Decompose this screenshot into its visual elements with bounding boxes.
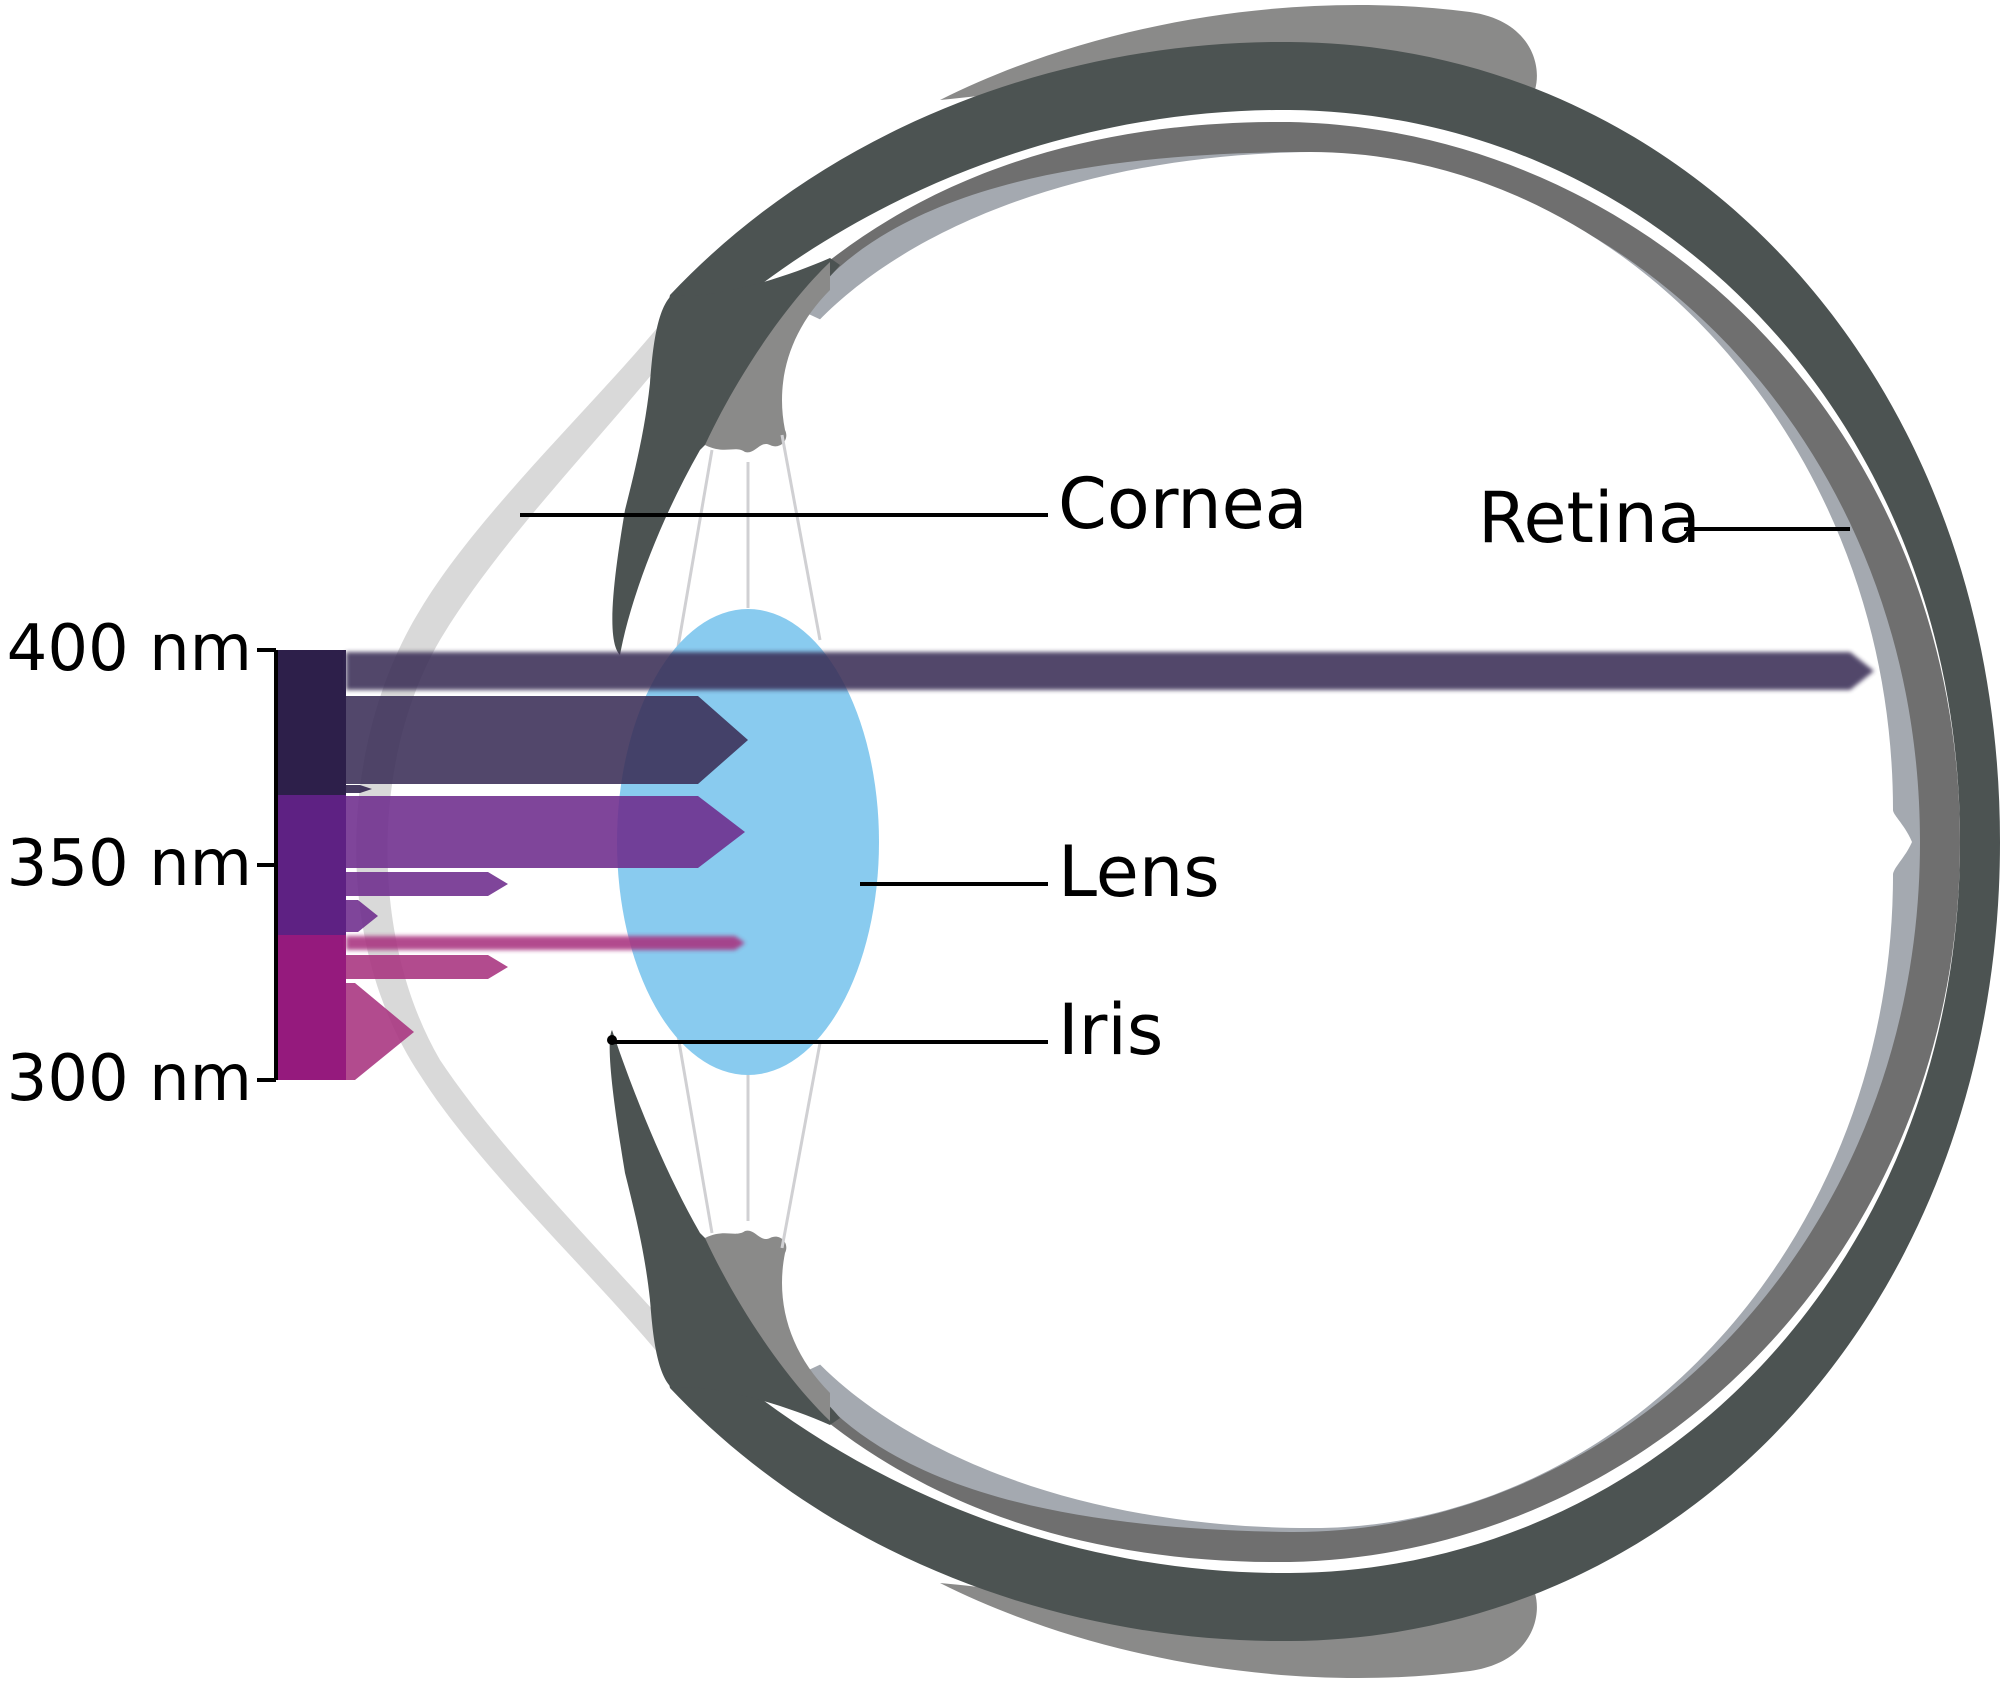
vitreous — [781, 152, 1913, 1529]
band-350nm — [276, 795, 346, 935]
label-cornea: Cornea — [1058, 463, 1308, 545]
iris-marker — [607, 1035, 617, 1045]
iris-top — [612, 258, 840, 655]
leader-lines — [520, 513, 1850, 1044]
label-iris: Iris — [1058, 989, 1163, 1071]
cornea — [356, 310, 680, 1370]
arrow-340nm-cornea — [346, 872, 508, 896]
uv-arrows — [346, 652, 1874, 1080]
iris-bottom — [609, 1030, 840, 1425]
tick-label-350: 350 nm — [7, 827, 252, 901]
label-lens: Lens — [1058, 831, 1220, 913]
arrow-330nm-to-lens — [346, 936, 745, 950]
band-300nm — [276, 935, 346, 1080]
arrow-370nm-short — [346, 785, 372, 793]
arrow-335nm-short — [346, 900, 378, 932]
label-retina: Retina — [1478, 477, 1701, 559]
band-400nm — [276, 650, 346, 795]
ciliary-body-bottom — [705, 1230, 830, 1421]
ciliary-body-top — [705, 262, 830, 453]
arrow-350nm-to-lens — [346, 796, 745, 868]
arrow-320nm-cornea — [346, 955, 508, 979]
wavelength-scale — [257, 648, 278, 1082]
arrow-300nm-cornea — [346, 983, 414, 1080]
sclera — [650, 41, 2000, 1642]
tick-label-400: 400 nm — [7, 612, 252, 686]
arrow-380nm-to-lens — [346, 696, 748, 784]
tick-label-300: 300 nm — [7, 1042, 252, 1116]
arrow-400nm-to-retina — [346, 652, 1874, 690]
